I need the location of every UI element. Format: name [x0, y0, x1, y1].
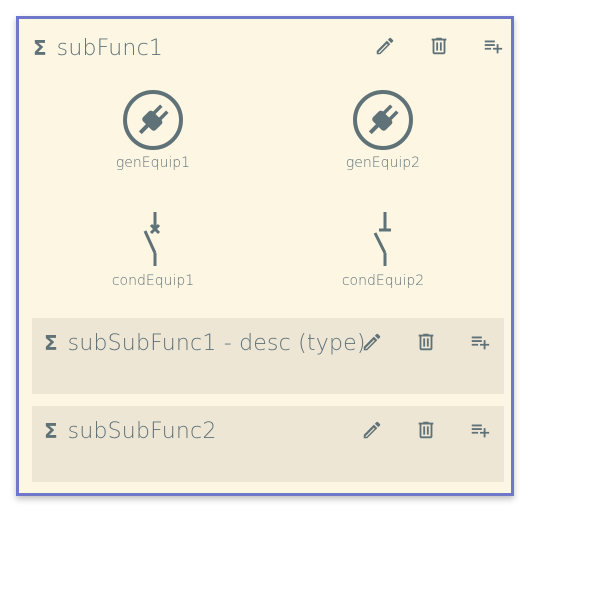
add-button[interactable]: [468, 418, 492, 442]
subsubfunction-actions: [360, 418, 492, 442]
plug-icon: [123, 90, 183, 150]
sigma-icon: Σ: [33, 36, 47, 60]
delete-button[interactable]: [414, 418, 438, 442]
subsubfunction-header: Σ subSubFunc1 - desc (type): [44, 328, 504, 358]
subfunction-header: Σ subFunc1: [33, 33, 511, 63]
pencil-icon: [376, 37, 394, 55]
trash-icon: [418, 421, 434, 439]
subfunction-actions: [373, 34, 505, 58]
subsubfunction-card-2: Σ subSubFunc2: [32, 406, 504, 482]
circuit-breaker-icon: [143, 212, 161, 266]
subfunction-card: Σ subFunc1 genEquip1: [16, 16, 514, 496]
conducting-equipment-label: condEquip1: [111, 273, 195, 289]
general-equipment-2[interactable]: genEquip2: [323, 89, 443, 171]
delete-button[interactable]: [414, 330, 438, 354]
sigma-icon: Σ: [44, 331, 58, 355]
pencil-icon: [363, 333, 381, 351]
plug-icon: [353, 90, 413, 150]
subsubfunction-header: Σ subSubFunc2: [44, 416, 504, 446]
conducting-equipment-2[interactable]: condEquip2: [323, 209, 443, 289]
playlist-add-icon: [471, 424, 490, 438]
add-button[interactable]: [468, 330, 492, 354]
subsubfunction-actions: [360, 330, 492, 354]
subfunction-title: subFunc1: [56, 35, 164, 61]
edit-button[interactable]: [360, 418, 384, 442]
subsubfunction-title: subSubFunc1 - desc (type): [67, 330, 366, 356]
subsubfunction-card-1: Σ subSubFunc1 - desc (type): [32, 318, 504, 394]
sigma-icon: Σ: [44, 419, 58, 443]
edit-button[interactable]: [373, 34, 397, 58]
playlist-add-icon: [471, 336, 490, 350]
conducting-equipment-1[interactable]: condEquip1: [93, 209, 213, 289]
playlist-add-icon: [484, 40, 503, 54]
general-equipment-label: genEquip2: [345, 155, 421, 171]
edit-button[interactable]: [360, 330, 384, 354]
general-equipment-label: genEquip1: [115, 155, 191, 171]
conducting-equipment-label: condEquip2: [341, 273, 425, 289]
disconnector-icon: [373, 212, 391, 266]
general-equipment-1[interactable]: genEquip1: [93, 89, 213, 171]
subsubfunction-title: subSubFunc2: [67, 418, 217, 444]
add-button[interactable]: [481, 34, 505, 58]
trash-icon: [418, 333, 434, 351]
pencil-icon: [363, 421, 381, 439]
delete-button[interactable]: [427, 34, 451, 58]
trash-icon: [431, 37, 447, 55]
